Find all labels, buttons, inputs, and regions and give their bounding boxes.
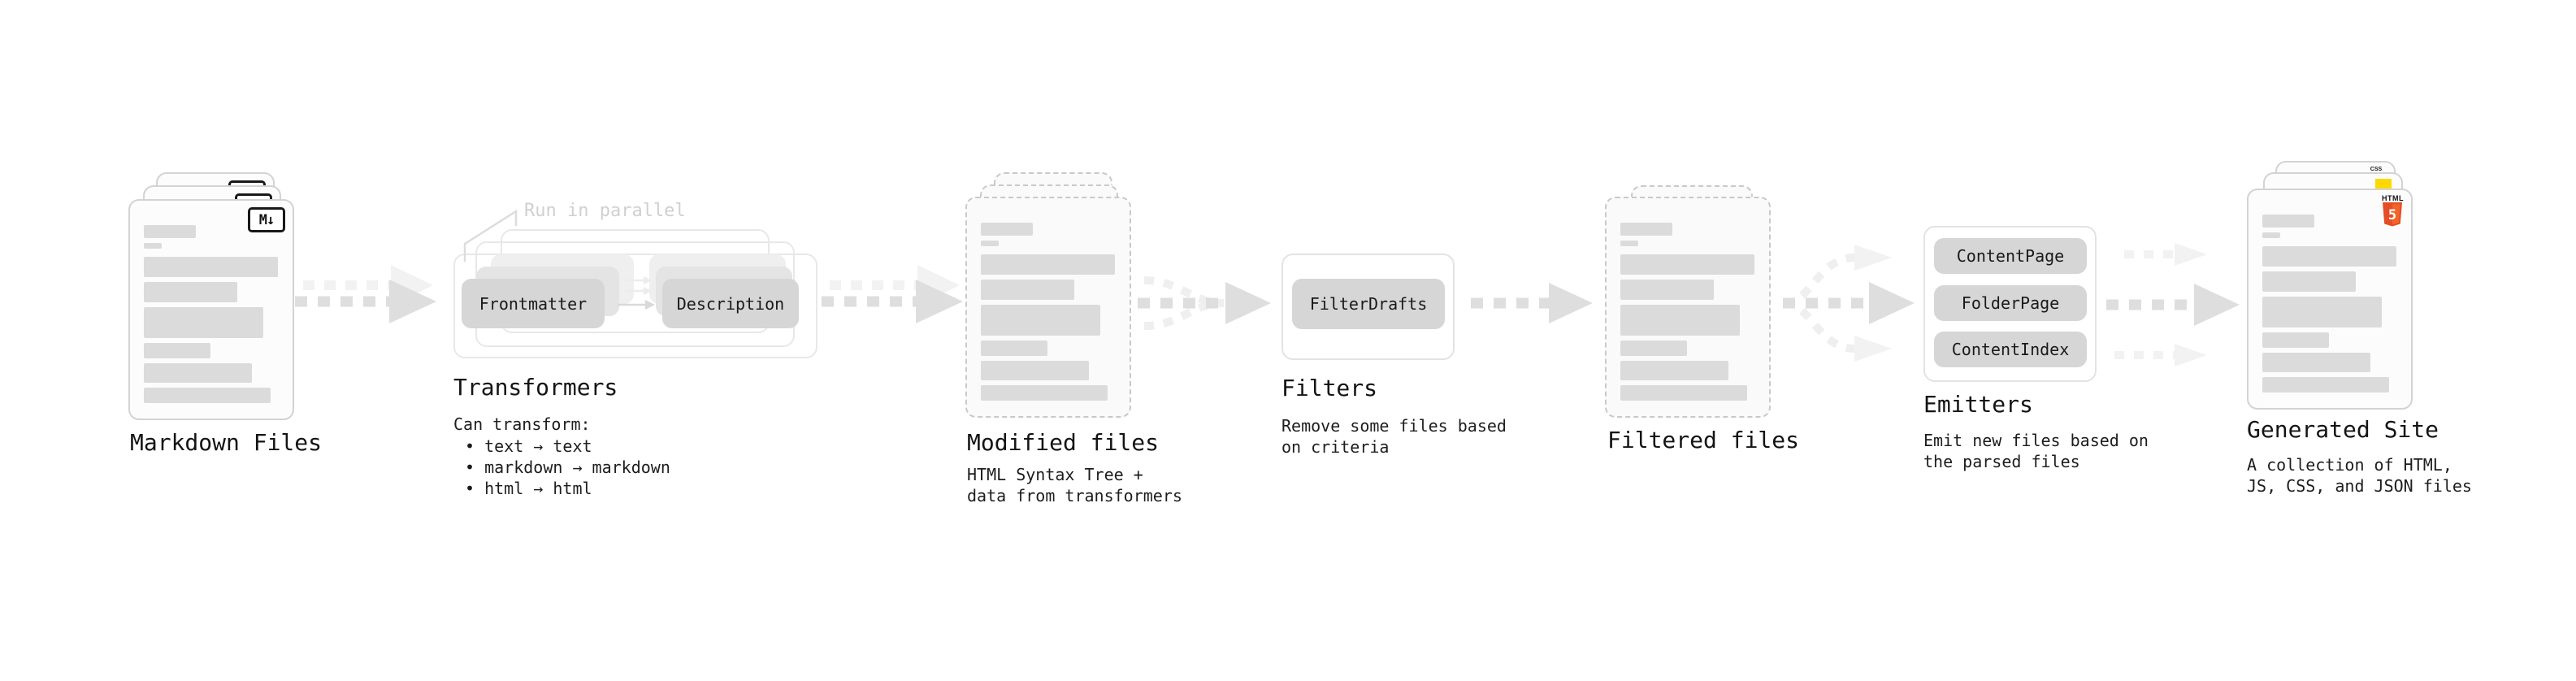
file-card-front: M↓ xyxy=(128,199,294,420)
skeleton-bar xyxy=(144,282,237,302)
skeleton-bar xyxy=(2262,232,2280,238)
skeleton-bar xyxy=(1620,241,1638,246)
skeleton-bar xyxy=(981,241,999,246)
skeleton-bar xyxy=(1620,305,1740,336)
skeleton-bar xyxy=(981,280,1074,300)
skeleton-bar xyxy=(144,388,271,403)
arrow-split-icon xyxy=(1783,245,1915,362)
stage-label-emitters: Emitters xyxy=(1923,391,2033,418)
skeleton-bar xyxy=(144,225,196,238)
emitters-description: Emit new files based on xyxy=(1923,431,2149,450)
stage-label-modified-files: Modified files xyxy=(967,429,1160,456)
skeleton-bar xyxy=(2262,377,2389,393)
emitters-description: the parsed files xyxy=(1923,452,2080,471)
arrow-right-icon xyxy=(295,265,436,323)
generated-site-description: JS, CSS, and JSON files xyxy=(2247,476,2472,496)
html5-wordmark: HTML xyxy=(2382,194,2404,202)
skeleton-bar xyxy=(1620,340,1687,356)
skeleton-bar xyxy=(2262,271,2356,292)
skeleton-bar xyxy=(144,363,252,383)
skeleton-bar xyxy=(1620,254,1754,275)
skeleton-bar xyxy=(144,343,210,358)
skeleton-bar xyxy=(981,305,1100,336)
filter-step-filterdrafts: FilterDrafts xyxy=(1292,279,1445,329)
stage-label-markdown-files: Markdown Files xyxy=(130,429,323,456)
transformers-description-title: Can transform: xyxy=(453,414,591,434)
generated-site-description: A collection of HTML, xyxy=(2247,455,2452,475)
transformers-bullet: • html → html xyxy=(465,479,592,498)
skeleton-bar xyxy=(2262,215,2314,228)
skeleton-bar xyxy=(981,223,1033,236)
skeleton-bar xyxy=(2262,297,2382,327)
skeleton-bar xyxy=(1620,280,1714,300)
html5-icon: HTML 5 xyxy=(2382,194,2404,230)
skeleton-bar xyxy=(144,307,263,338)
transformer-step-description: Description xyxy=(662,279,799,328)
parallel-arrows-icon xyxy=(618,276,655,310)
arrow-merge-icon xyxy=(1138,276,1271,330)
skeleton-bar xyxy=(144,243,162,249)
transformers-bullet: • text → text xyxy=(465,436,592,456)
arrow-right-icon xyxy=(1471,283,1593,323)
skeleton-bar xyxy=(2262,246,2396,267)
skeleton-bar xyxy=(981,254,1115,275)
skeleton-bar xyxy=(981,361,1089,380)
stage-label-generated-site: Generated Site xyxy=(2247,416,2439,443)
stage-label-filters: Filters xyxy=(1281,375,1378,401)
file-card-front xyxy=(1605,197,1771,418)
transformers-bullet: • markdown → markdown xyxy=(465,458,670,477)
emitter-step-folderpage: FolderPage xyxy=(1934,285,2087,321)
annotation-leader-line xyxy=(463,209,518,262)
emitter-step-contentpage: ContentPage xyxy=(1934,238,2087,274)
html5-number: 5 xyxy=(2388,207,2396,223)
transformer-step-frontmatter: Frontmatter xyxy=(462,279,605,328)
file-card-front: HTML 5 xyxy=(2247,189,2413,410)
arrow-right-icon xyxy=(822,265,963,323)
modified-files-description: data from transformers xyxy=(967,486,1182,505)
emitter-step-contentindex: ContentIndex xyxy=(1934,332,2087,367)
modified-files-description: HTML Syntax Tree + xyxy=(967,465,1143,484)
file-card-front xyxy=(965,197,1131,418)
js-file-icon xyxy=(2375,179,2392,189)
filters-description: Remove some files based xyxy=(1281,416,1507,436)
markdown-icon: M↓ xyxy=(248,207,285,232)
skeleton-bar xyxy=(2262,332,2329,348)
skeleton-bar xyxy=(981,340,1047,356)
skeleton-bar xyxy=(981,385,1108,401)
run-in-parallel-note: Run in parallel xyxy=(524,201,686,221)
filters-description: on criteria xyxy=(1281,437,1390,457)
transformers-run-box-front xyxy=(453,254,817,358)
stage-label-filtered-files: Filtered files xyxy=(1607,427,1800,453)
skeleton-bar xyxy=(1620,223,1672,236)
arrow-triple-icon xyxy=(2106,243,2240,367)
css-label: CSS xyxy=(2370,167,2383,172)
skeleton-bar xyxy=(144,257,278,277)
stage-label-transformers: Transformers xyxy=(453,374,618,401)
skeleton-bar xyxy=(2262,353,2370,372)
skeleton-bar xyxy=(1620,361,1728,380)
skeleton-bar xyxy=(1620,385,1747,401)
